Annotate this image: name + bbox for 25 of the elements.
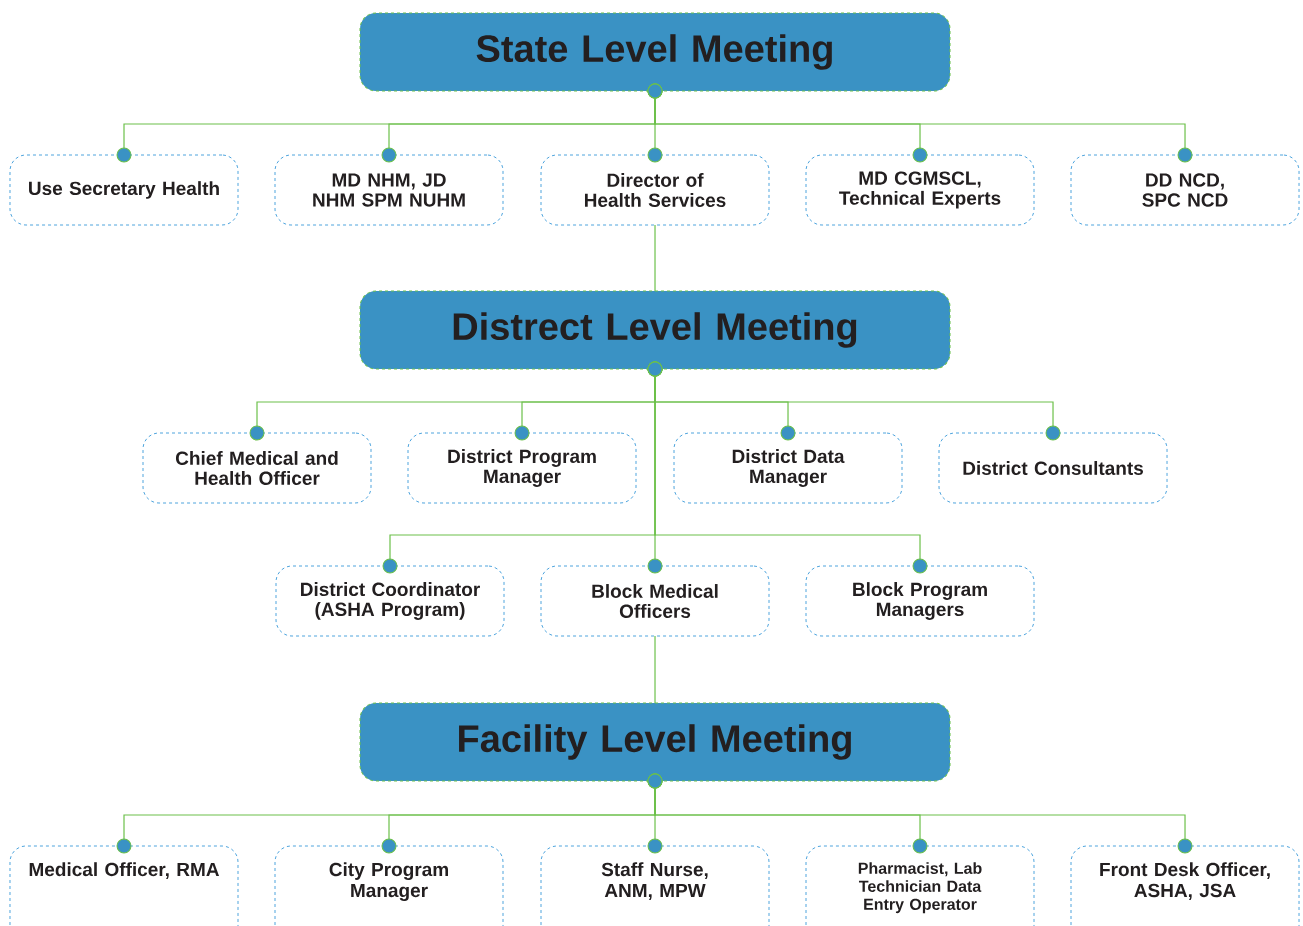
role-box: Block Medical Officers xyxy=(540,565,770,637)
connector xyxy=(654,635,656,704)
role-box: Block Program Managers xyxy=(805,565,1035,637)
role-box: Pharmacist, Lab Technician Data Entry Operator xyxy=(805,845,1035,926)
meeting-box: State Level Meeting xyxy=(359,12,951,92)
role-box: Director of Health Services xyxy=(540,154,770,226)
role-box: Chief Medical and Health Officer xyxy=(142,432,372,504)
connector xyxy=(654,224,656,292)
role-box: Staff Nurse, ANM, MPW xyxy=(540,845,770,926)
role-box: Medical Officer, RMA xyxy=(9,845,239,926)
role-box: Front Desk Officer, ASHA, JSA xyxy=(1070,845,1300,926)
connector xyxy=(647,83,1193,163)
connector xyxy=(647,361,928,574)
role-box: MD NHM, JD NHM SPM NUHM xyxy=(274,154,504,226)
meeting-box: Facility Level Meeting xyxy=(359,702,951,782)
role-box: District Coordinator (ASHA Program) xyxy=(275,565,505,637)
role-box: City Program Manager xyxy=(274,845,504,926)
connector xyxy=(647,773,1193,854)
role-box: MD CGMSCL, Technical Experts xyxy=(805,154,1035,226)
role-box: Use Secretary Health xyxy=(9,154,239,226)
role-box: District Consultants xyxy=(938,432,1168,504)
meeting-box: Distrect Level Meeting xyxy=(359,290,951,370)
role-box: District Program Manager xyxy=(407,432,637,504)
role-box: District Data Manager xyxy=(673,432,903,504)
role-box: DD NCD, SPC NCD xyxy=(1070,154,1300,226)
